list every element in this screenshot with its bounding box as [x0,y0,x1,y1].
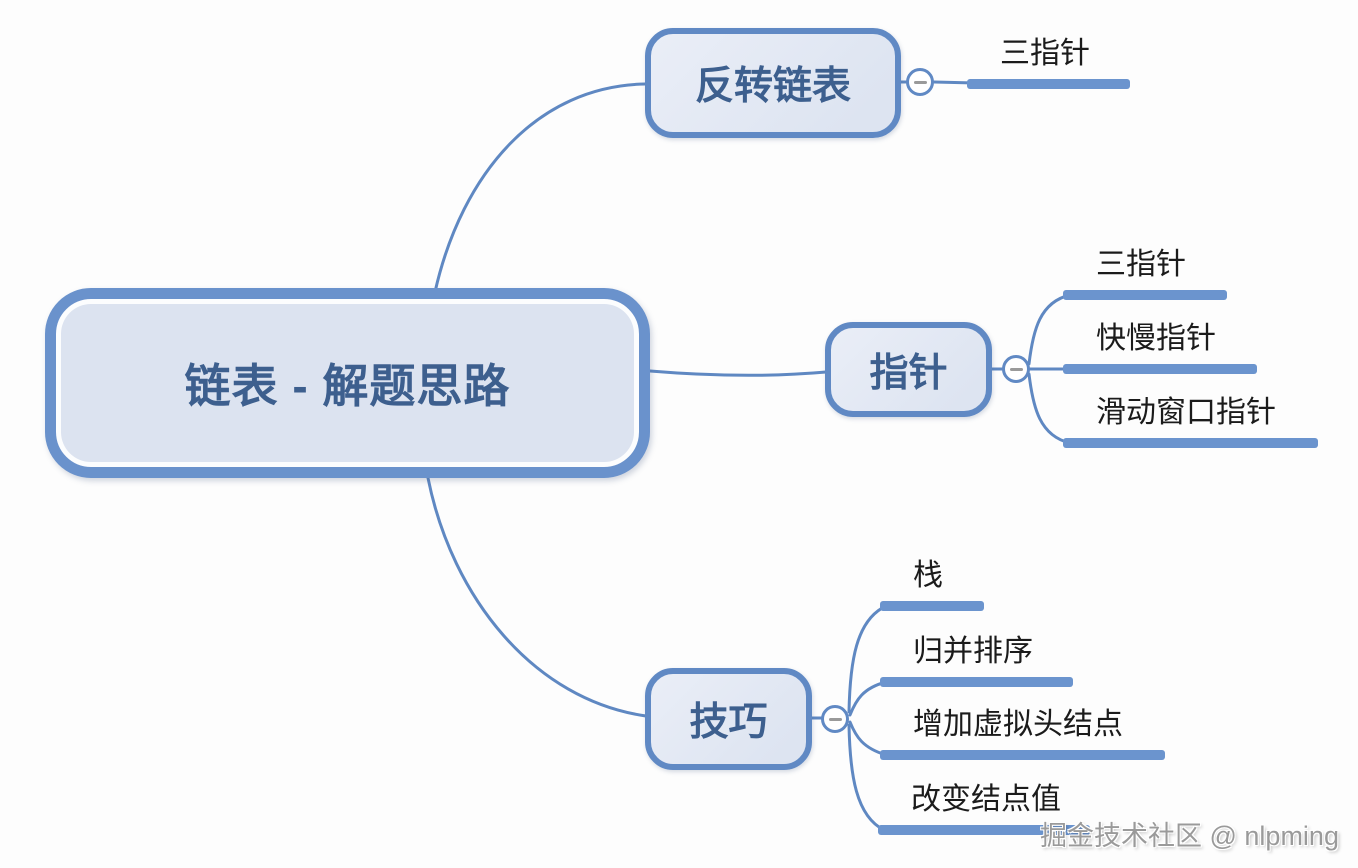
leaf-topic-label: 三指针 [1096,248,1186,281]
leaf-underline-bar [880,601,984,611]
leaf-topic-label: 快慢指针 [1096,322,1216,355]
leaf-underline-bar [1063,364,1257,374]
leaf-topic[interactable]: 改变结点值 [878,783,1090,835]
leaf-topic-label: 三指针 [1000,37,1090,70]
branch-tricks-label: 技巧 [689,701,768,744]
leaf-topic[interactable]: 增加虚拟头结点 [880,708,1165,760]
leaf-topic[interactable]: 快慢指针 [1063,322,1257,374]
leaf-topic[interactable]: 栈 [880,559,984,611]
leaf-topic[interactable]: 三指针 [1063,248,1227,300]
connector-central-pointer [648,369,828,377]
leaf-underline-bar [878,825,1090,835]
branch-pointer-label: 指针 [869,351,948,395]
leaf-topic-label: 增加虚拟头结点 [913,708,1123,741]
connector-central-reverse [433,82,647,294]
minus-icon [1009,367,1023,371]
leaf-topic[interactable]: 三指针 [967,37,1130,89]
connector-tricks-leaf4 [847,723,886,832]
branch-reverse-list-label: 反转链表 [694,65,851,108]
leaf-underline-bar [1063,438,1318,448]
branch-pointer-node[interactable]: 指针 [825,322,992,417]
leaf-topic[interactable]: 归并排序 [880,635,1073,687]
connector-tricks-leaf1 [847,604,888,714]
leaf-underline-bar [1063,290,1227,300]
watermark: 掘金技术社区 @ nlpming [1040,821,1339,851]
connector-pointer-leaf3 [1027,372,1072,445]
branch-tricks-node[interactable]: 技巧 [645,668,812,770]
leaf-topic-label: 栈 [913,559,943,592]
connector-pointer-leaf1 [1027,293,1072,366]
leaf-underline-bar [880,750,1165,760]
leaf-topic-label: 改变结点值 [911,783,1061,816]
leaf-underline-bar [967,79,1130,89]
minus-icon [913,80,927,84]
collapse-button-pointer[interactable] [1002,355,1030,383]
central-topic-node[interactable]: 链表 - 解题思路 [45,288,650,478]
connector-central-tricks [426,476,648,718]
collapse-button-tricks[interactable] [821,705,849,733]
leaf-topic-label: 归并排序 [913,635,1033,668]
central-topic-label: 链表 - 解题思路 [184,360,511,412]
minus-icon [828,717,842,721]
leaf-topic[interactable]: 滑动窗口指针 [1063,396,1318,448]
leaf-underline-bar [880,677,1073,687]
branch-reverse-list-node[interactable]: 反转链表 [645,28,901,138]
collapse-button-reverse[interactable] [906,68,934,96]
leaf-topic-label: 滑动窗口指针 [1096,396,1276,429]
